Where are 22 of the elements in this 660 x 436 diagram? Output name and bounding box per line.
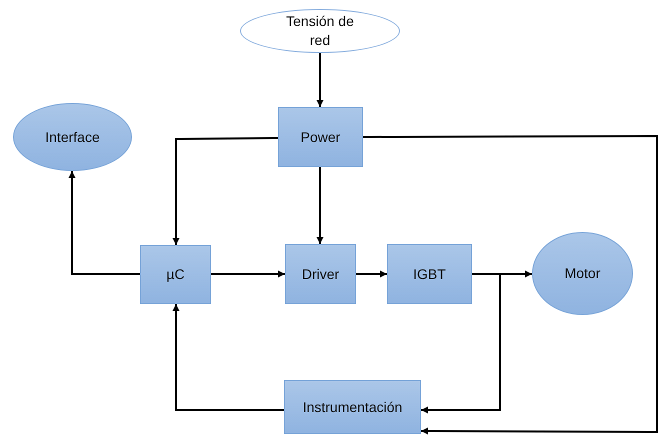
node-label: µC [166,265,185,284]
arrow [172,137,278,245]
arrow [211,270,285,278]
node-label: Power [300,128,340,146]
node-label: Motor [564,264,600,283]
arrow [68,171,140,275]
process-box [284,380,421,434]
process-box [285,244,356,304]
arrow [316,53,324,107]
arrow [356,270,387,278]
arrow [421,273,501,414]
process-box [387,244,472,304]
node-label: IGBT [413,264,446,284]
process-box [140,245,211,304]
node-label: Driver [302,264,340,284]
node-label: Tensión de red [285,12,355,50]
node-label: Instrumentación [302,398,402,416]
arrow [363,135,658,435]
arrow [172,304,284,411]
node-label: Interface [45,128,100,146]
process-box [278,107,363,167]
arrow [316,167,324,244]
